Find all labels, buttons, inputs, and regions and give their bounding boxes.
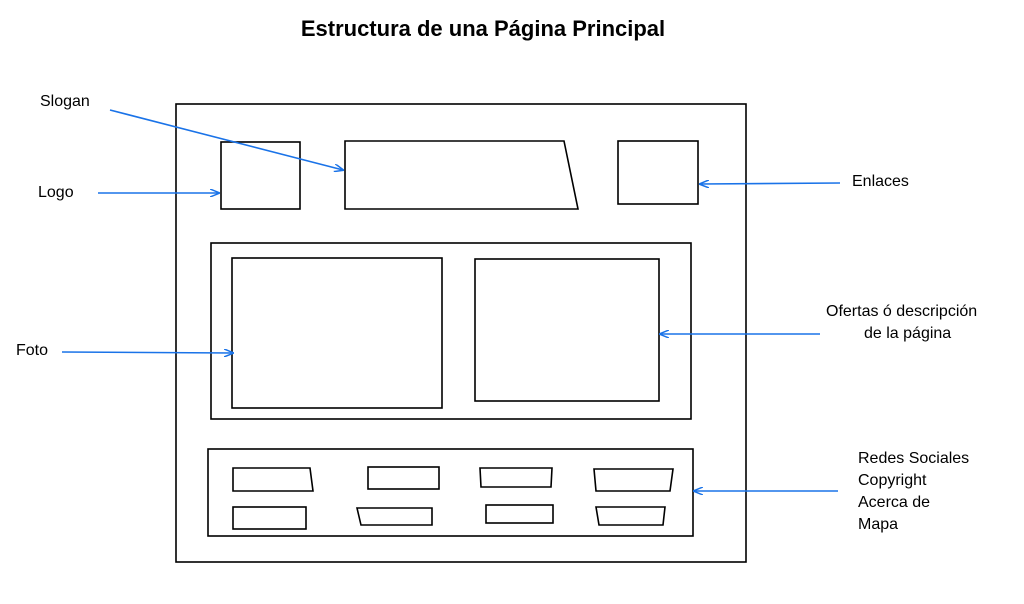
footer-frame: [207, 448, 694, 537]
enlaces-label: Enlaces: [852, 173, 909, 190]
footer-link-box: [367, 466, 440, 490]
footer-link-box: [479, 467, 553, 488]
diagram-title: Estructura de una Página Principal: [300, 16, 666, 41]
footer-link-box: [355, 507, 433, 526]
footer-label-copyright: Copyright: [858, 472, 927, 489]
footer-link-box: [485, 504, 554, 524]
foto-label: Foto: [16, 342, 49, 359]
slogan-arrow: [109, 109, 343, 170]
slogan-box: [344, 140, 579, 210]
ofertas-label-line2: de la página: [864, 325, 952, 342]
page-outline: [175, 103, 747, 563]
foto-arrow: [61, 352, 233, 353]
ofertas-box: [474, 258, 660, 402]
footer-label-redes: Redes Sociales: [858, 450, 970, 467]
footer-link-box: [232, 506, 307, 530]
footer-label-acerca: Acerca de: [858, 494, 931, 511]
logo-label: Logo: [38, 184, 74, 201]
footer-link-box: [595, 506, 666, 526]
enlaces-box: [617, 140, 699, 205]
footer-label-mapa: Mapa: [858, 516, 899, 533]
enlaces-arrow: [700, 183, 841, 184]
foto-box: [231, 257, 443, 409]
slogan-label: Slogan: [40, 93, 90, 110]
footer-link-box: [593, 468, 674, 492]
ofertas-label-line1: Ofertas ó descripción: [826, 303, 978, 320]
content-frame: [210, 242, 692, 420]
footer-link-box: [232, 467, 314, 492]
logo-box: [220, 141, 301, 210]
